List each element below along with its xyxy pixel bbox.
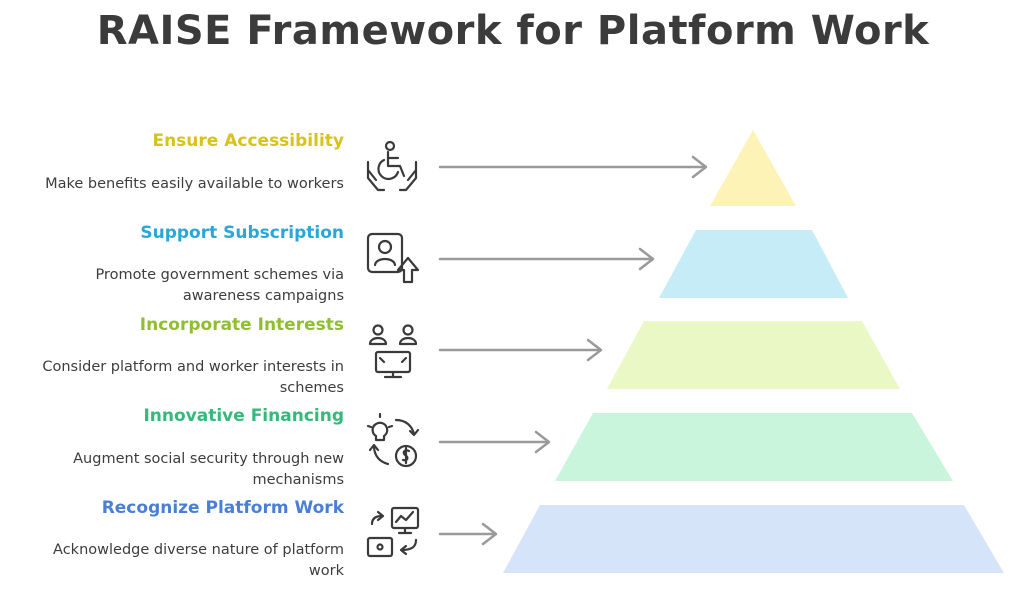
level-desc-subscription: Promote government schemes via awareness…	[95, 267, 344, 304]
pyramid-tier-subscription	[659, 230, 848, 298]
wheelchair-hands-icon	[366, 140, 418, 192]
arrow-recognize	[438, 522, 498, 546]
page-title: RAISE Framework for Platform Work	[96, 8, 930, 54]
pyramid-tier-financing	[555, 413, 953, 481]
pyramid-tier-accessibility	[710, 130, 796, 206]
arrow-interests	[438, 338, 603, 362]
arrow-financing	[438, 430, 551, 454]
level-desc-financing: Augment social security through new mech…	[73, 451, 344, 488]
level-label-financing: Innovative Financing	[143, 406, 344, 426]
pyramid-tier-interests	[607, 321, 900, 389]
level-label-subscription: Support Subscription	[140, 223, 344, 243]
pyramid-tier-recognize	[503, 505, 1004, 573]
workflow-screens-icon	[366, 506, 420, 558]
level-desc-recognize: Acknowledge diverse nature of platform w…	[53, 542, 344, 579]
level-desc-interests: Consider platform and worker interests i…	[42, 359, 344, 396]
people-monitor-icon	[368, 324, 418, 379]
level-label-interests: Incorporate Interests	[139, 315, 344, 335]
idea-money-cycle-icon	[366, 412, 420, 468]
level-desc-accessibility: Make benefits easily available to worker…	[45, 176, 344, 192]
user-upload-icon	[366, 232, 420, 284]
arrow-accessibility	[438, 155, 708, 179]
arrow-subscription	[438, 247, 655, 271]
level-label-recognize: Recognize Platform Work	[101, 498, 344, 518]
level-label-accessibility: Ensure Accessibility	[152, 131, 344, 151]
